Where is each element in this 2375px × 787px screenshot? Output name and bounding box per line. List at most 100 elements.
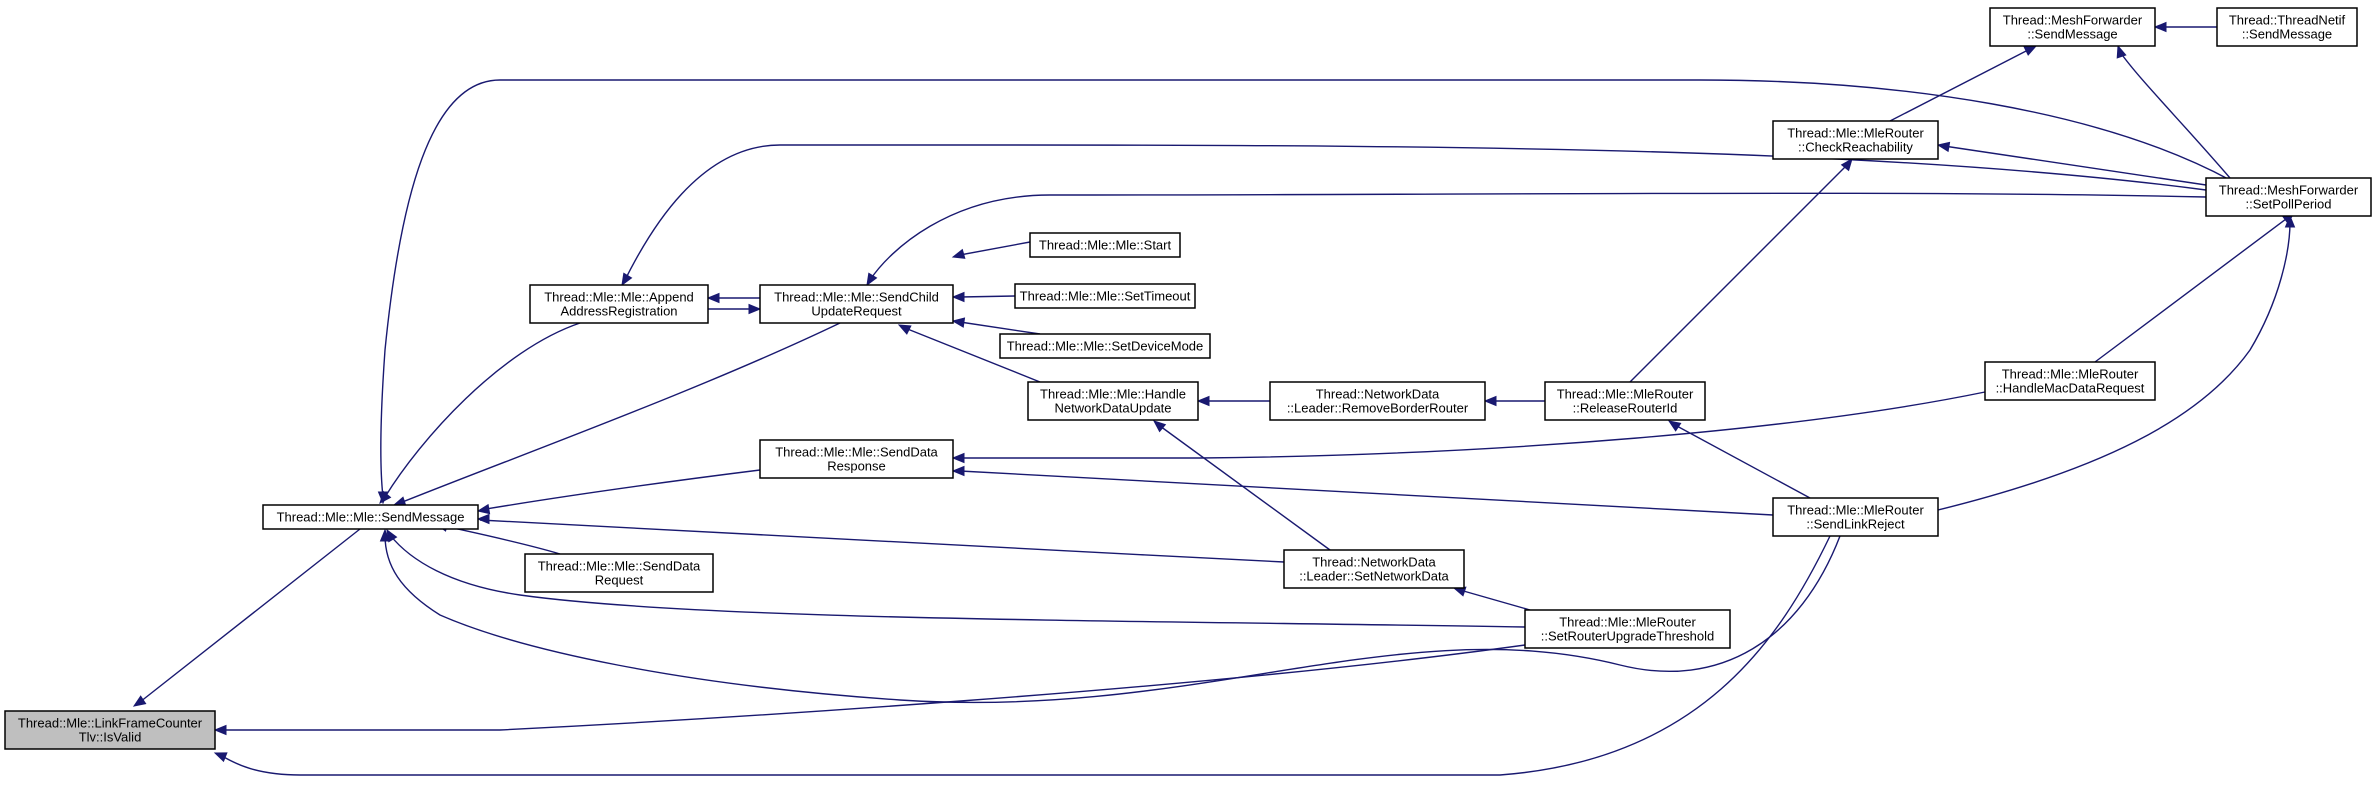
- arrowhead: [2153, 21, 2167, 33]
- edge-setPoll-to-checkReach: [1936, 141, 2207, 186]
- edge-handleMac-to-setPoll: [2094, 212, 2296, 363]
- node-set-net-data[interactable]: Thread::NetworkData::Leader::SetNetworkD…: [1283, 549, 1465, 589]
- node-label: Thread::Mle::Mle::SetTimeout: [1020, 289, 1191, 304]
- edge-line: [219, 535, 1831, 776]
- edge-line: [384, 534, 1841, 704]
- node-box: [262, 504, 479, 530]
- node-label: ::Leader::RemoveBorderRouter: [1287, 401, 1469, 416]
- edge-line: [1159, 425, 1331, 551]
- node-label: Thread::Mle::Mle::SetDeviceMode: [1007, 339, 1204, 354]
- node-box: [1027, 381, 1199, 421]
- edge-start-to-sendChild: [951, 241, 1031, 259]
- node-label: ::SetPollPeriod: [2246, 197, 2332, 212]
- node-label: Thread::Mle::MleRouter: [1557, 387, 1694, 402]
- node-label: Thread::NetworkData: [1316, 387, 1440, 402]
- arrowhead: [476, 513, 490, 525]
- edge-line: [1674, 424, 1811, 499]
- arrowhead: [476, 503, 491, 515]
- node-send-link-reject[interactable]: Thread::Mle::MleRouter::SendLinkReject: [1772, 497, 1939, 537]
- edge-line: [399, 322, 841, 504]
- arrowhead: [866, 272, 878, 287]
- arrowhead: [951, 465, 965, 477]
- arrowhead: [377, 491, 389, 505]
- arrowhead: [1483, 395, 1497, 407]
- node-label: Thread::Mle::Mle::Start: [1039, 238, 1172, 253]
- node-label: Response: [827, 459, 886, 474]
- edge-line: [139, 528, 361, 703]
- arrowhead: [2284, 214, 2296, 228]
- edge-setDeviceMode-to-sendChild: [951, 317, 1041, 335]
- node-label: Thread::Mle::MleRouter: [2002, 367, 2139, 382]
- node-box: [999, 333, 1211, 359]
- edges: [132, 21, 2296, 776]
- node-box: [1772, 497, 1939, 537]
- edge-sendLinkReject-to-root: [213, 535, 1831, 776]
- edge-line: [959, 321, 1041, 335]
- edge-line: [1459, 589, 1531, 611]
- edge-appendAddr-to-sendChild: [708, 303, 762, 315]
- arrowhead: [1196, 395, 1210, 407]
- edge-line: [222, 644, 1526, 731]
- edge-sendLinkReject-to-sendDataResp: [951, 465, 1774, 516]
- node-start[interactable]: Thread::Mle::Mle::Start: [1029, 232, 1181, 258]
- edge-netifSend-to-meshSend: [2153, 21, 2217, 33]
- node-mesh-send[interactable]: Thread::MeshForwarder::SendMessage: [1989, 7, 2156, 47]
- edge-setPoll-to-meshSend: [2116, 44, 2231, 179]
- edge-line: [960, 391, 1986, 459]
- edge-sendChild-to-appendAddr: [706, 292, 760, 304]
- arrowhead: [897, 324, 912, 335]
- node-box: [1772, 120, 1939, 160]
- edge-line: [380, 79, 2231, 498]
- node-label: Thread::NetworkData: [1312, 555, 1436, 570]
- node-box: [1544, 381, 1706, 421]
- node-append-addr[interactable]: Thread::Mle::Mle::AppendAddressRegistrat…: [529, 284, 709, 324]
- arrowhead: [1936, 141, 1951, 153]
- edge-line: [959, 470, 1774, 516]
- edge-setPoll-to-sendMessage: [377, 79, 2231, 505]
- edge-removeBorder-to-handleNet: [1196, 395, 1270, 407]
- edge-releaseRouter-to-removeBorder: [1483, 395, 1545, 407]
- arrowhead: [706, 292, 720, 304]
- arrowhead: [213, 724, 227, 736]
- node-label: Thread::Mle::MleRouter: [1559, 615, 1696, 630]
- node-check-reach[interactable]: Thread::Mle::MleRouter::CheckReachabilit…: [1772, 120, 1939, 160]
- node-root[interactable]: Thread::Mle::LinkFrameCounterTlv::IsVali…: [4, 710, 216, 750]
- edge-sendChild-to-sendMessage: [392, 322, 841, 507]
- edge-line: [904, 327, 1041, 383]
- arrowhead: [951, 317, 966, 328]
- node-label: Thread::Mle::Mle::SendData: [538, 559, 701, 574]
- edge-line: [1629, 163, 1849, 383]
- node-label: Thread::Mle::Mle::Append: [544, 290, 694, 305]
- node-label: Tlv::IsValid: [79, 730, 142, 745]
- node-label: AddressRegistration: [560, 304, 677, 319]
- edge-appendAddr-to-sendMessage: [379, 322, 581, 505]
- edge-checkReach-to-meshSend: [1889, 45, 2038, 122]
- node-handle-mac[interactable]: Thread::Mle::MleRouter::HandleMacDataReq…: [1984, 361, 2156, 401]
- node-send-message[interactable]: Thread::Mle::Mle::SendMessage: [262, 504, 479, 530]
- edge-line: [959, 295, 1016, 298]
- node-box: [1524, 609, 1731, 649]
- node-set-device-mode[interactable]: Thread::Mle::Mle::SetDeviceMode: [999, 333, 1211, 359]
- arrowhead: [951, 248, 966, 259]
- node-remove-border[interactable]: Thread::NetworkData::Leader::RemoveBorde…: [1269, 381, 1486, 421]
- node-label: ::SendMessage: [2027, 27, 2117, 42]
- node-label: ::SendMessage: [2242, 27, 2332, 42]
- node-label: Thread::ThreadNetif: [2229, 13, 2346, 28]
- edge-sendLinkReject-to-releaseRouter: [1667, 420, 1811, 499]
- edge-line: [959, 241, 1031, 256]
- node-handle-net[interactable]: Thread::Mle::Mle::HandleNetworkDataUpdat…: [1027, 381, 1199, 421]
- arrowhead: [951, 452, 965, 464]
- node-set-router-upgrade[interactable]: Thread::Mle::MleRouter::SetRouterUpgrade…: [1524, 609, 1731, 649]
- node-box: [1984, 361, 2156, 401]
- node-set-poll[interactable]: Thread::MeshForwarder::SetPollPeriod: [2205, 177, 2372, 217]
- node-box: [759, 284, 954, 324]
- edge-setPoll-to-sendChild: [866, 192, 2207, 287]
- edge-sendMessage-to-root: [132, 528, 361, 707]
- edge-line: [479, 469, 761, 511]
- node-netif-send[interactable]: Thread::ThreadNetif::SendMessage: [2216, 7, 2358, 47]
- node-set-timeout[interactable]: Thread::Mle::Mle::SetTimeout: [1014, 283, 1196, 309]
- node-release-router[interactable]: Thread::Mle::MleRouter::ReleaseRouterId: [1544, 381, 1706, 421]
